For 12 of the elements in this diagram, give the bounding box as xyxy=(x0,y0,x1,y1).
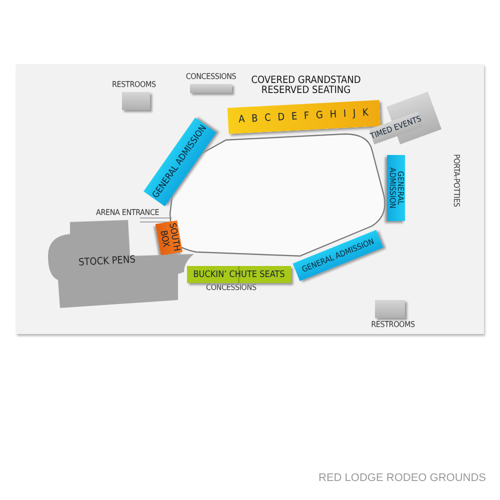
building-label: RESTROOMS xyxy=(370,320,416,329)
map-label: CONCESSIONS xyxy=(206,283,256,292)
section-heading: COVERED GRANDSTAND RESERVED SEATING xyxy=(250,76,362,96)
map-label: ARENA ENTRANCE xyxy=(96,208,160,217)
stock-pens-area xyxy=(48,220,194,310)
map-label: PORTA-POTTIES xyxy=(452,154,461,207)
section-label: STOCK PENS xyxy=(77,254,137,270)
building-label: RESTROOMS xyxy=(112,80,154,89)
seating-section: GENERAL ADMISSION xyxy=(387,155,405,221)
building-label: CONCESSIONS xyxy=(184,72,238,81)
caption: RED LODGE RODEO GROUNDS xyxy=(318,472,486,484)
seating-section: BUCKIN’ CHUTE SEATS xyxy=(187,266,291,283)
